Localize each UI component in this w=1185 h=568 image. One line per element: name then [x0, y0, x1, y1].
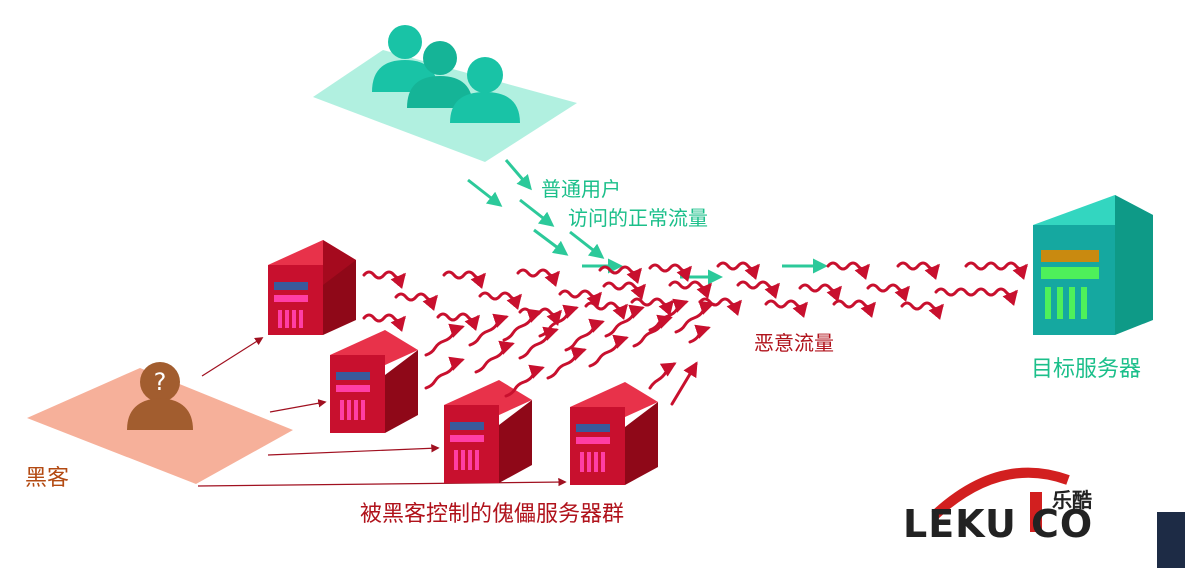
normal-traffic-label: 访问的正常流量 — [568, 206, 708, 230]
command-lines — [197, 337, 567, 487]
hacker-label: 黑客 — [25, 466, 70, 491]
bot-server — [444, 380, 532, 483]
question-mark-icon: ? — [154, 368, 167, 396]
user-icon — [407, 41, 473, 108]
hacker-head — [140, 362, 180, 402]
hacker-group: ? — [27, 362, 293, 484]
bot-server — [268, 240, 356, 335]
logo-chinese-text: 乐酷 — [1052, 488, 1092, 512]
user-icon — [450, 57, 520, 123]
leku-logo-graphic — [931, 467, 1070, 532]
users-group — [313, 25, 577, 162]
botnet-label: 被黑客控制的傀儡服务器群 — [360, 502, 625, 527]
target-server — [1033, 195, 1153, 335]
normal-users-label: 普通用户 — [541, 177, 621, 201]
bot-server — [570, 382, 658, 485]
target-server-label: 目标服务器 — [1031, 357, 1142, 382]
logo-text: LEKU CO — [903, 502, 1094, 546]
corner-badge — [1157, 512, 1185, 568]
bot-server — [330, 330, 418, 433]
hacker-body — [127, 398, 193, 430]
malicious-traffic-label: 恶意流量 — [754, 331, 834, 355]
malicious-traffic-arrows — [362, 261, 1028, 406]
